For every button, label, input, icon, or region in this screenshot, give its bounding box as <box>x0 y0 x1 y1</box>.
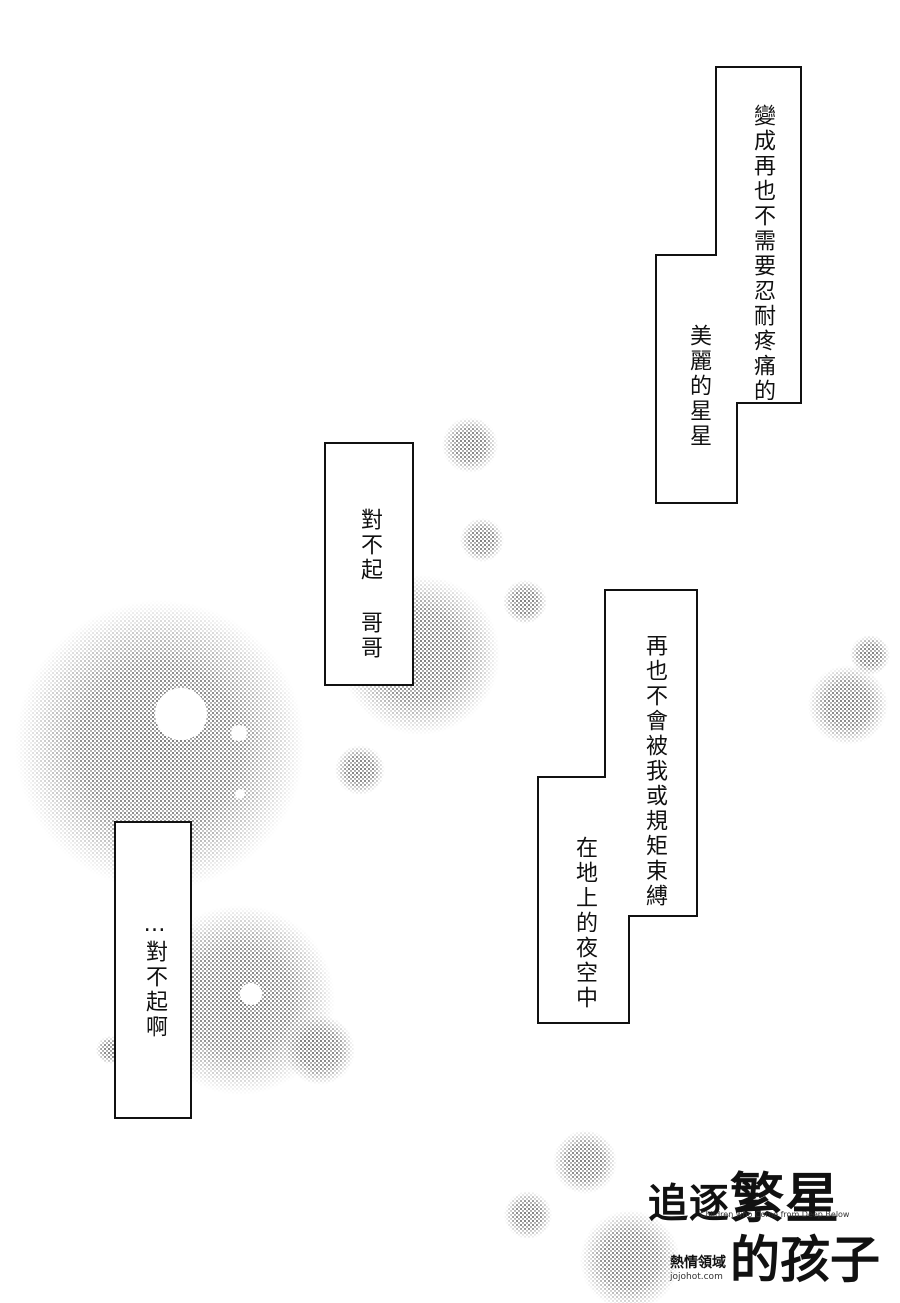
caption-box-bottom-left <box>114 821 192 1119</box>
logo-title-line2: 的孩子 <box>730 1231 880 1289</box>
highlight-circle <box>235 789 245 799</box>
tone-blob <box>460 518 504 562</box>
tone-blob <box>553 1130 617 1194</box>
tone-blob <box>335 745 385 795</box>
series-logo: 追逐繁星 Children who Come from Deep Below 的… <box>640 1140 880 1300</box>
watermark-text: 熱情領域 <box>670 1255 726 1271</box>
highlights <box>155 688 262 1005</box>
tone-blob <box>808 665 888 745</box>
tone-blob <box>442 417 498 473</box>
caption-box-middle-left <box>324 442 414 686</box>
highlight-circle <box>231 725 247 741</box>
caption-boxes <box>114 66 802 1119</box>
caption-box-top-right <box>655 66 802 504</box>
tone-blob <box>285 1015 355 1085</box>
logo-subtitle: Children who Come from Deep Below <box>700 1210 850 1219</box>
tone-blob <box>503 580 547 624</box>
logo-title-big: 繁星 <box>730 1167 840 1230</box>
tone-blob-large <box>15 600 305 890</box>
watermark-url: jojohot.com <box>670 1272 723 1282</box>
caption-text-middle-right-2: 在地上的夜空中 <box>572 836 597 1011</box>
caption-text-middle-right-1: 再也不會被我或規矩束縛 <box>642 634 667 909</box>
tone-blob <box>504 1191 552 1239</box>
caption-text-top-right-1: 變成再也不需要忍耐疼痛的 <box>750 104 775 404</box>
screentone-blobs <box>15 417 890 1303</box>
highlight-circle <box>240 983 262 1005</box>
caption-text-bottom-left: …對不起啊 <box>142 912 167 1040</box>
caption-text-middle-left: 對不起 哥哥 <box>357 508 382 661</box>
tone-blob <box>850 635 890 675</box>
caption-text-top-right-2: 美麗的星星 <box>686 324 711 449</box>
logo-title-line1: 追逐繁星 <box>648 1154 840 1233</box>
tone-blob <box>580 1210 680 1303</box>
logo-title-prefix: 追逐 <box>648 1181 730 1227</box>
caption-box-middle-right <box>537 589 698 1024</box>
highlight-circle <box>155 688 207 740</box>
